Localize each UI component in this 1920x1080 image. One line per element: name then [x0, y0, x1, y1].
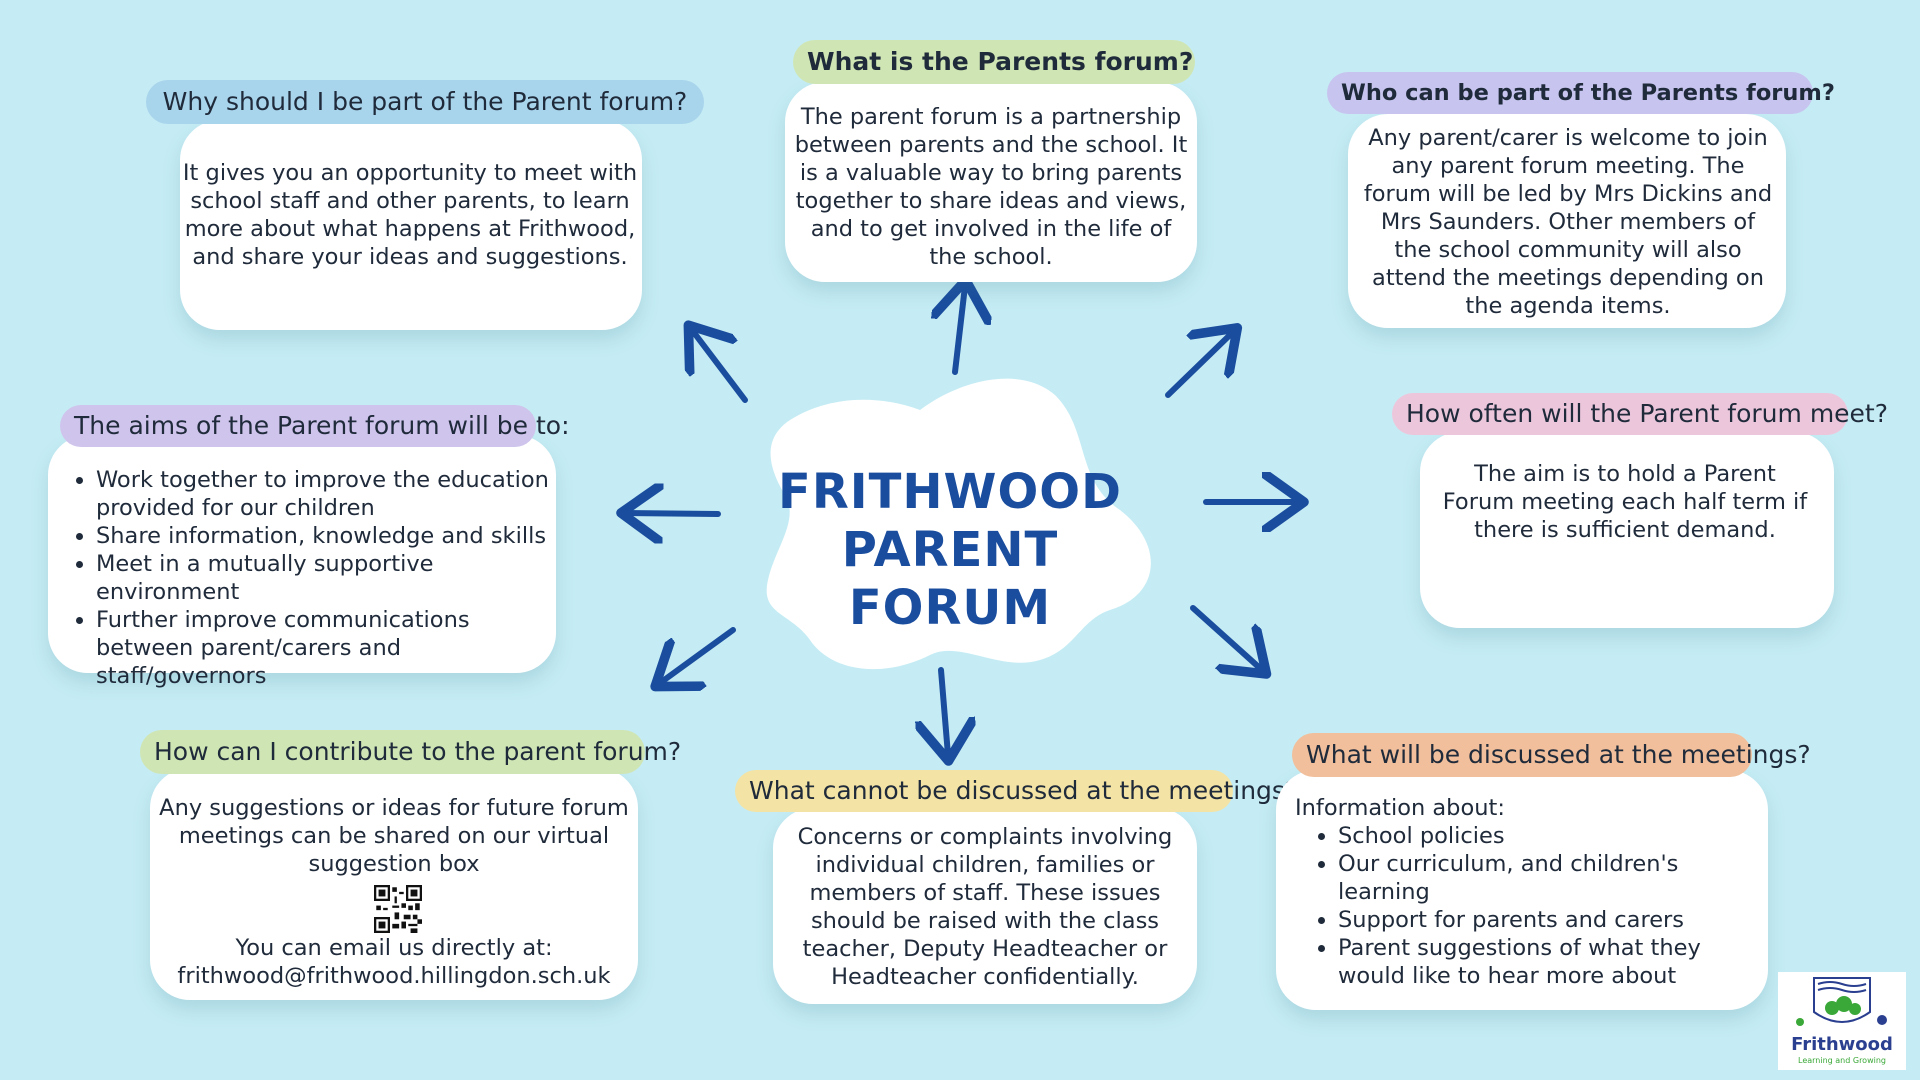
contribute-email[interactable]: frithwood@frithwood.hillingdon.sch.uk [177, 963, 611, 989]
who-card [1348, 114, 1786, 328]
discussed-heading: What will be discussed at the meetings? [1292, 733, 1811, 777]
aims-item: Work together to improve the education p… [96, 466, 552, 522]
why-heading: Why should I be part of the Parent forum… [146, 80, 704, 124]
contribute-text: Any suggestions or ideas for future foru… [159, 795, 629, 877]
cannot-card [773, 808, 1197, 1004]
center-title-line1: FRITHWOOD [778, 464, 1122, 520]
discussed-item: Support for parents and carers [1338, 906, 1766, 934]
frithwood-logo: Frithwood Learning and Growing [1778, 972, 1906, 1070]
what-is-card [785, 82, 1197, 282]
discussed-item: Parent suggestions of what they would li… [1338, 934, 1766, 990]
discussed-card [1276, 770, 1768, 1010]
aims-item: Meet in a mutually supportive environmen… [96, 550, 552, 606]
discussed-intro: Information about: [1295, 795, 1505, 821]
center-title: FRITHWOOD PARENT FORUM [778, 463, 1122, 637]
contribute-email-intro: You can email us directly at: [235, 935, 553, 961]
center-title-line3: FORUM [848, 580, 1052, 636]
how-often-heading: How often will the Parent forum meet? [1392, 393, 1888, 435]
what-is-heading: What is the Parents forum? [793, 40, 1195, 84]
aims-card [48, 435, 556, 673]
aims-item: Share information, knowledge and skills [96, 522, 552, 550]
discussed-list: School policies Our curriculum, and chil… [1310, 822, 1766, 990]
who-text: Any parent/carer is welcome to join any … [1363, 125, 1773, 319]
arrow-down [941, 667, 948, 755]
aims-heading: The aims of the Parent forum will be to: [60, 405, 570, 447]
center-title-line2: PARENT [841, 522, 1059, 578]
who-heading: Who can be part of the Parents forum? [1327, 72, 1835, 114]
how-often-card [1420, 432, 1834, 628]
why-card [180, 120, 642, 330]
arrow-up-right [1165, 332, 1233, 398]
arrow-up [955, 286, 965, 375]
aims-list: Work together to improve the education p… [68, 466, 552, 690]
arrow-down-left [660, 627, 736, 683]
how-often-text: The aim is to hold a Parent Forum meetin… [1442, 461, 1808, 543]
why-text: It gives you an opportunity to meet with… [182, 160, 638, 270]
contribute-card [150, 768, 638, 1000]
discussed-item: School policies [1338, 822, 1766, 850]
contribute-heading: How can I contribute to the parent forum… [140, 730, 681, 774]
logo-name: Frithwood [1791, 1034, 1893, 1055]
aims-item: Further improve communications between p… [96, 606, 552, 690]
arrow-up-left [692, 330, 748, 403]
qr-code-icon [374, 885, 422, 933]
what-is-text: The parent forum is a partnership betwee… [794, 104, 1188, 270]
cannot-text: Concerns or complaints involving individ… [797, 824, 1173, 990]
logo-tagline: Learning and Growing [1798, 1056, 1886, 1065]
cannot-heading: What cannot be discussed at the meetings… [735, 770, 1298, 812]
discussed-item: Our curriculum, and children's learning [1338, 850, 1766, 906]
arrow-down-right [1190, 605, 1262, 670]
arrow-left [627, 513, 721, 514]
logo-emblem-icon [1796, 977, 1887, 1026]
